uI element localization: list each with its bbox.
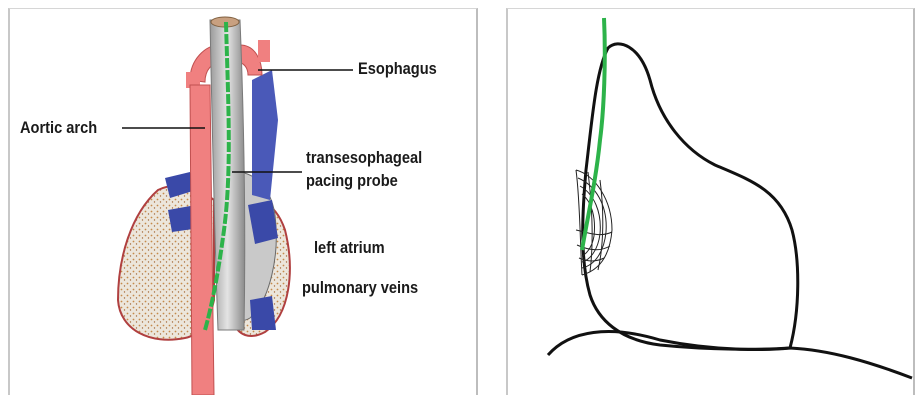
sketch-illustration: [500, 0, 919, 395]
aortic-arch-label: Aortic arch: [20, 118, 97, 138]
esophagus-label: Esophagus: [358, 59, 437, 79]
pulmonary-veins-label: pulmonary veins: [302, 278, 418, 298]
aortic-branch-right: [258, 40, 270, 62]
left-atrium-label: left atrium: [314, 238, 385, 258]
probe-label-line1: transesophageal: [306, 148, 422, 168]
descending-aorta: [190, 85, 214, 395]
base-outline-sketch: [548, 332, 912, 378]
pulmonary-vein-lower-right: [250, 296, 276, 330]
sketch-panel: [500, 0, 919, 395]
anatomy-illustration-panel: Esophagus Aortic arch transesophageal pa…: [0, 0, 484, 395]
superior-vein-right: [252, 70, 278, 200]
heart-outline-sketch: [583, 44, 798, 349]
probe-label-line2: pacing probe: [306, 171, 398, 191]
